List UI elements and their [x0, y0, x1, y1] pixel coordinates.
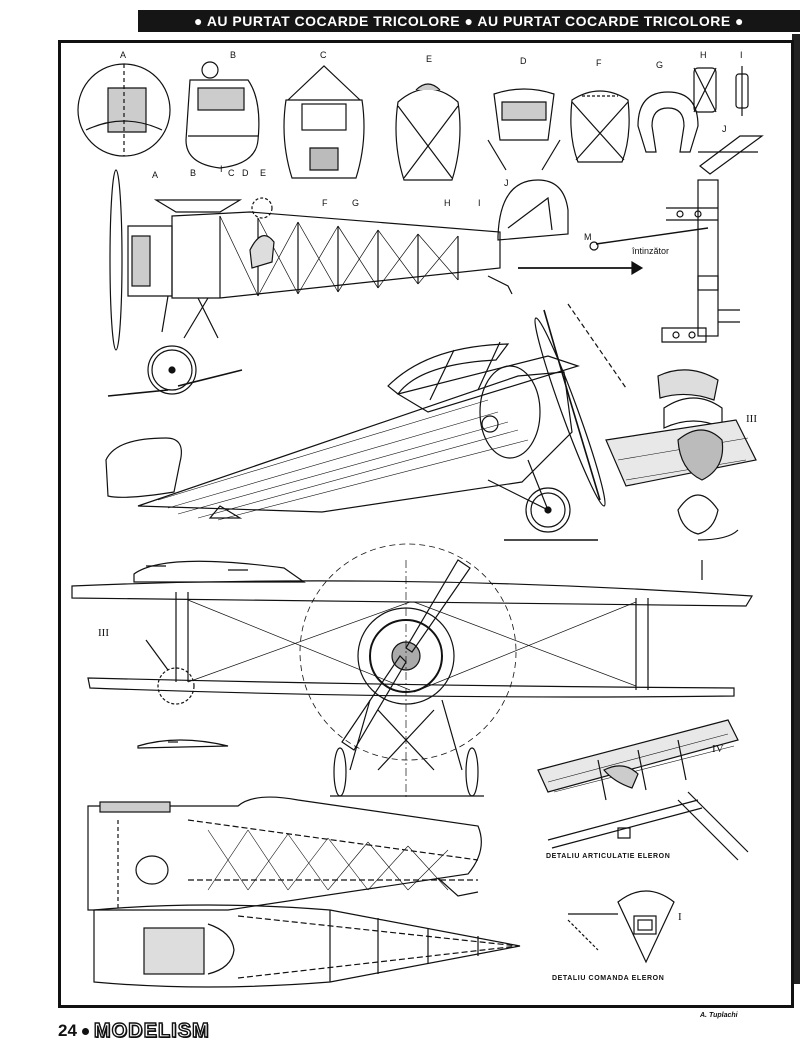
svg-text:D: D — [242, 168, 249, 178]
svg-text:J: J — [504, 178, 509, 188]
cross-section-b: B — [185, 50, 260, 169]
svg-text:H: H — [444, 198, 451, 208]
cross-section-e: E — [395, 54, 461, 181]
caption-aileron-control: DETALIU COMANDA ELERON — [552, 975, 664, 982]
svg-text:I: I — [220, 164, 223, 174]
side-view-aircraft — [107, 169, 644, 397]
fuselage-top-plan — [87, 796, 482, 911]
label-g: G — [656, 60, 663, 70]
cross-section-f: F — [570, 58, 630, 163]
magazine-logo: MODELISM — [93, 1019, 210, 1042]
perspective-view-aircraft — [105, 309, 606, 541]
svg-text:I: I — [478, 198, 481, 208]
numeral-iv: IV — [712, 743, 724, 755]
svg-text:G: G — [352, 198, 359, 208]
svg-text:A: A — [152, 170, 158, 180]
tensioner-label: întinzător — [631, 246, 669, 256]
label-h: H — [700, 50, 707, 60]
label-c: C — [320, 50, 327, 60]
author-credit: A. Tuplachi — [700, 1012, 738, 1019]
label-f: F — [596, 58, 602, 68]
svg-text:M: M — [584, 232, 592, 242]
page-number: 24 — [58, 1021, 77, 1040]
hub-detail-iii: III — [567, 303, 757, 580]
page-footer: 24 MODELISM — [58, 1016, 210, 1046]
bullet-dot — [81, 1027, 89, 1035]
svg-text:C: C — [228, 168, 235, 178]
aileron-hinge-detail-iv: IV DETALIU ARTICULATIE ELERON — [537, 719, 749, 861]
cross-section-a: A — [77, 50, 171, 157]
cross-section-c: C — [283, 50, 365, 179]
label-j: J — [722, 124, 727, 134]
header-banner: ● AU PURTAT COCARDE TRICOLORE ● AU PURTA… — [138, 10, 800, 32]
fuselage-bottom-plan — [93, 904, 521, 988]
section-markers: A B I C D E F G H I J M — [152, 164, 592, 242]
numeral-iii-wing: III — [98, 627, 109, 639]
svg-text:F: F — [322, 198, 328, 208]
svg-text:B: B — [190, 168, 196, 178]
aileron-control-detail-i: I DETALIU COMANDA ELERON — [552, 890, 682, 982]
technical-drawing-plate: A B C E D F G H — [71, 50, 764, 988]
cross-section-h: H — [693, 50, 717, 113]
cross-section-i: I — [735, 50, 749, 116]
cross-section-d: D — [487, 56, 561, 171]
plate-frame — [58, 40, 794, 1008]
label-d: D — [520, 56, 527, 66]
label-e: E — [426, 54, 432, 64]
cross-section-g: G — [637, 60, 699, 153]
caption-aileron-joint: DETALIU ARTICULATIE ELERON — [546, 853, 670, 860]
label-b: B — [230, 50, 236, 60]
front-view-aircraft: III — [71, 543, 754, 800]
label-a: A — [120, 50, 126, 60]
numeral-i: I — [678, 911, 682, 923]
scan-edge — [792, 34, 800, 984]
svg-text:E: E — [260, 168, 266, 178]
banner-text: ● AU PURTAT COCARDE TRICOLORE ● AU PURTA… — [194, 13, 744, 29]
detail-j: J — [698, 124, 764, 175]
numeral-iii-hub: III — [746, 413, 757, 425]
strut-tensioner-detail: întinzător — [589, 179, 740, 343]
label-i: I — [740, 50, 743, 60]
